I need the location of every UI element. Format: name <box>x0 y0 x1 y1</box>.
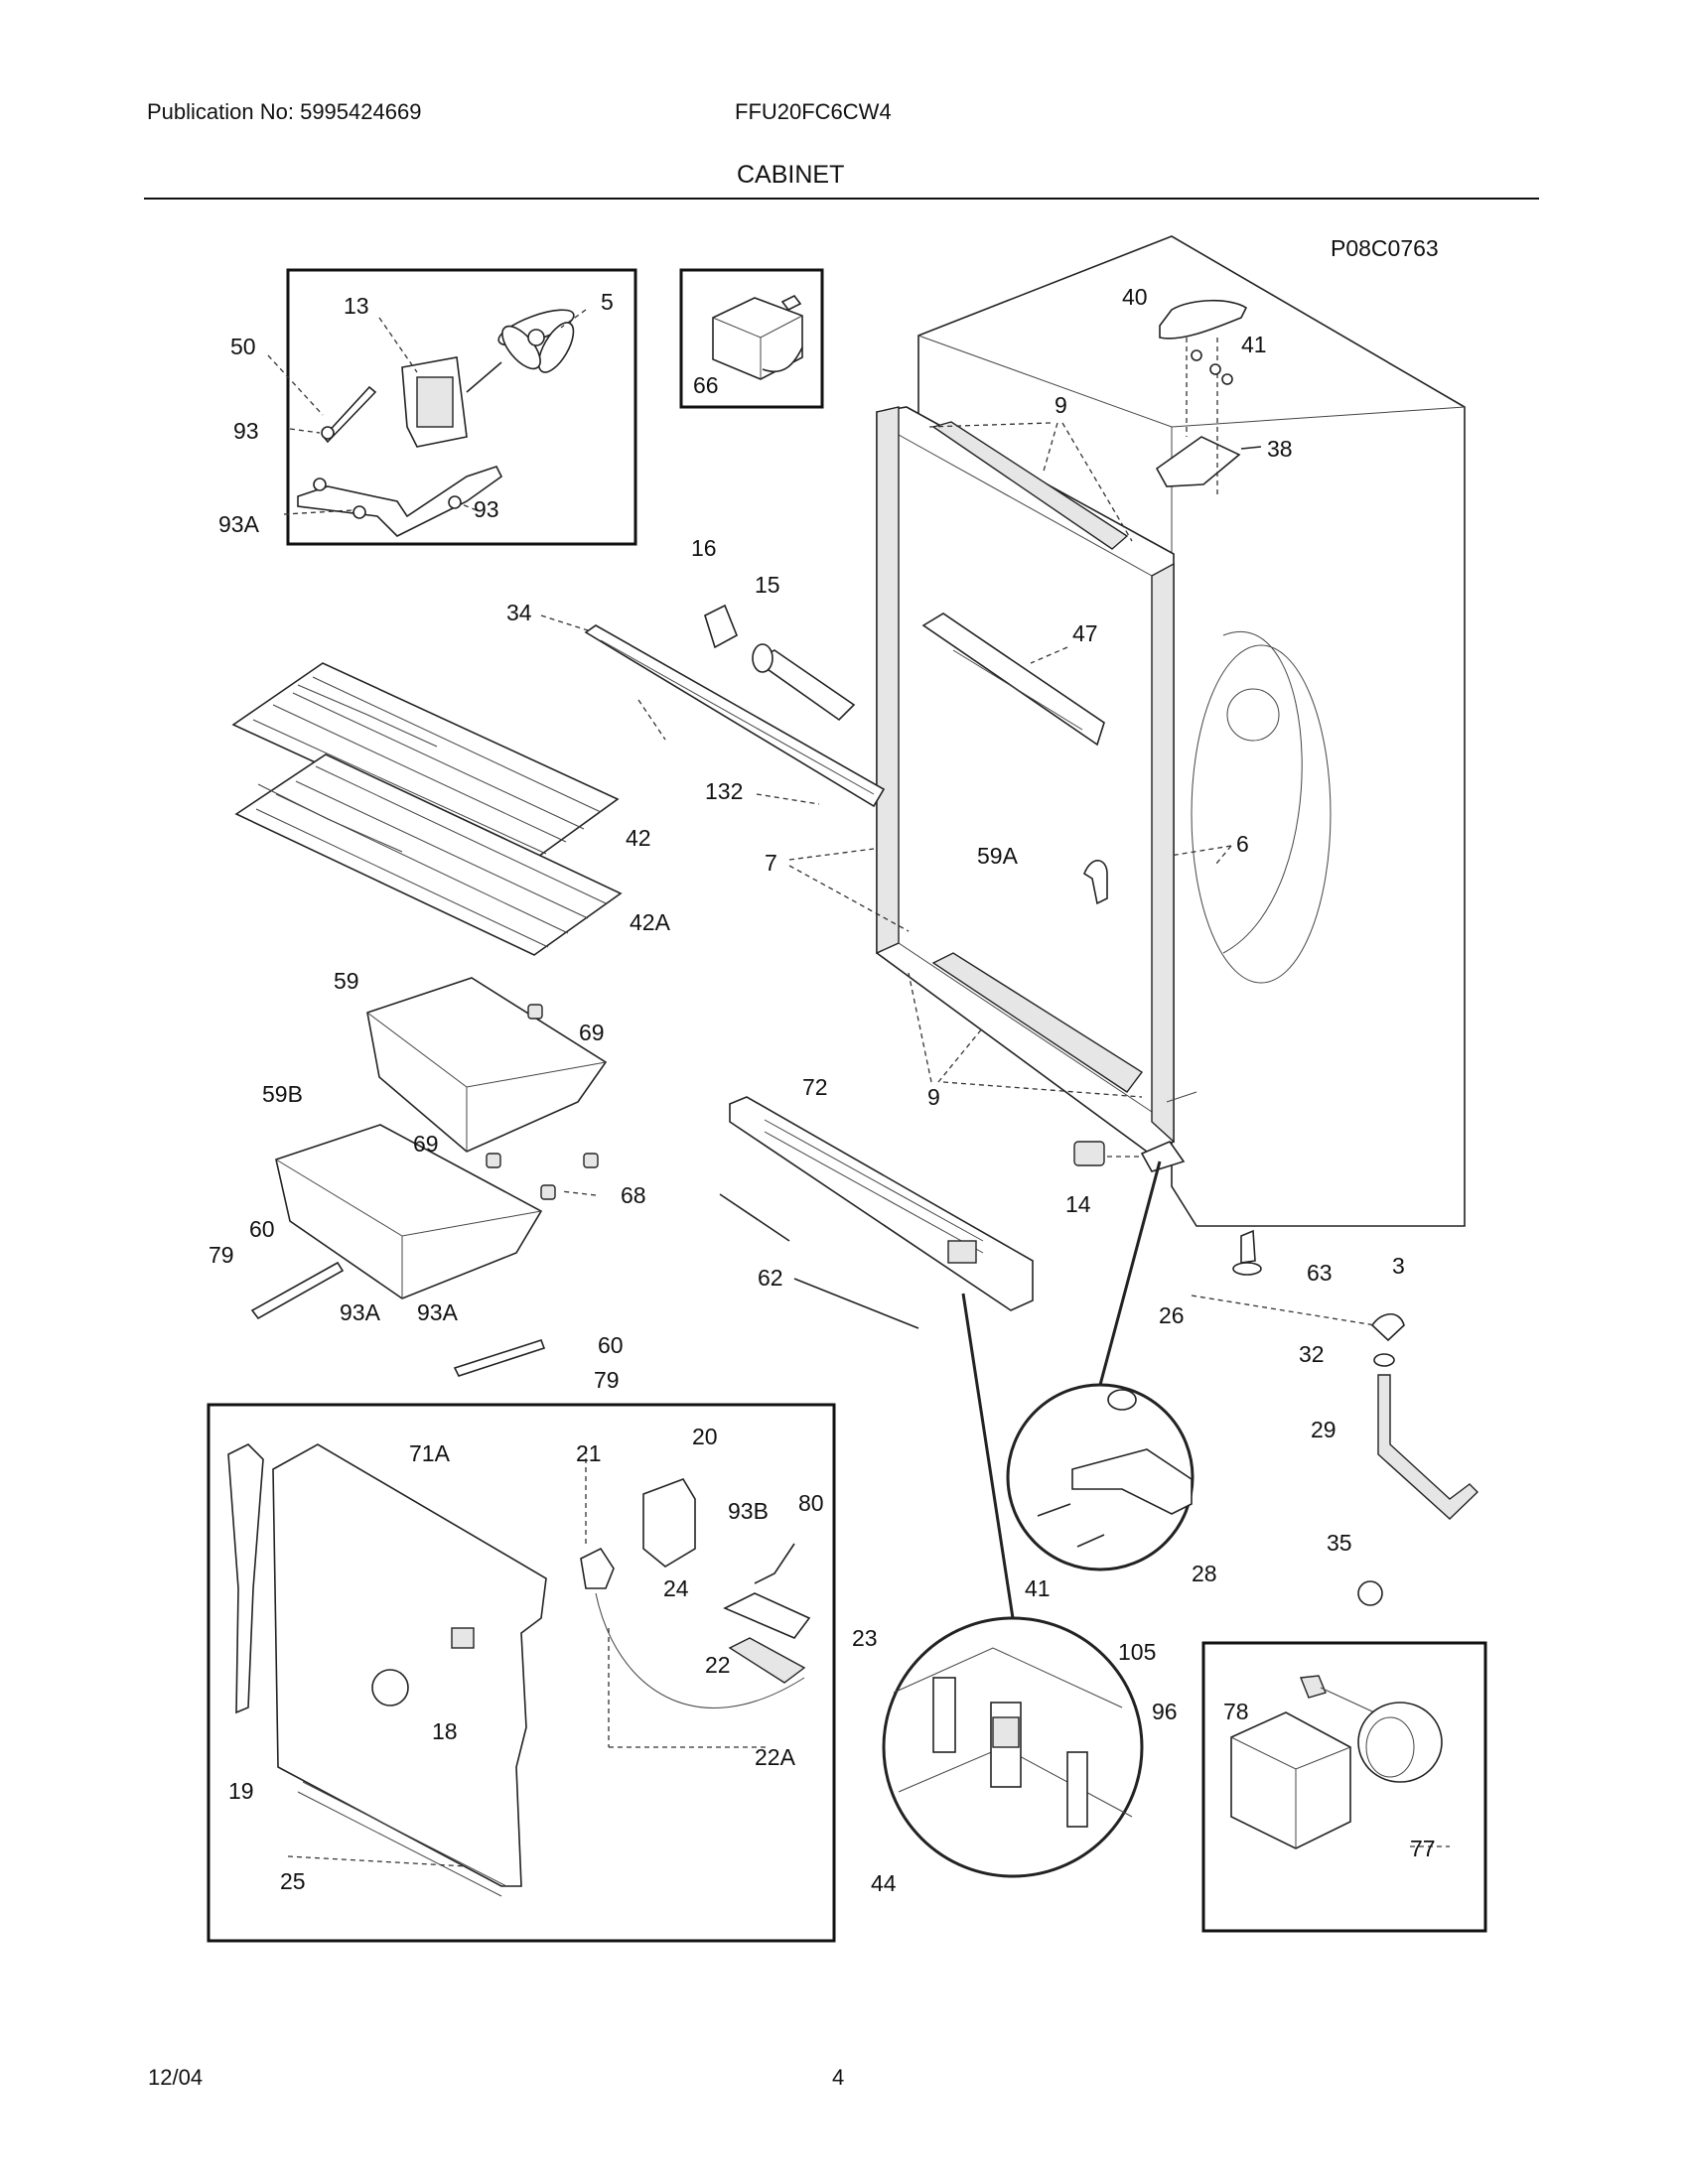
callout-105: 105 <box>1118 1639 1156 1665</box>
callout-93-lower: 93 <box>474 496 499 522</box>
callout-71a: 71A <box>409 1440 451 1466</box>
callout-22: 22 <box>705 1652 731 1678</box>
cabinet-body <box>876 235 1466 1227</box>
wire-shelves <box>231 662 623 956</box>
publication-number: Publication No: 5995424669 <box>147 99 422 124</box>
callout-19: 19 <box>228 1778 254 1804</box>
callout-63: 63 <box>1307 1260 1333 1286</box>
switch-detail-circle <box>882 1293 1144 1878</box>
callout-93b: 93B <box>728 1498 769 1524</box>
callout-96: 96 <box>1152 1699 1178 1724</box>
callout-42a: 42A <box>630 909 671 935</box>
leveler-parts <box>1191 1229 1478 1606</box>
callout-80: 80 <box>798 1490 824 1516</box>
callout-7: 7 <box>765 850 777 876</box>
callout-68: 68 <box>621 1182 646 1208</box>
callout-60: 60 <box>249 1216 275 1242</box>
callout-25: 25 <box>280 1868 306 1894</box>
hinge-detail-circle <box>1006 1160 1195 1571</box>
callout-41: 41 <box>1241 332 1267 357</box>
relay-part <box>712 294 803 380</box>
callout-32: 32 <box>1299 1341 1325 1367</box>
callout-41-detail: 41 <box>1025 1575 1051 1601</box>
callout-59b: 59B <box>262 1081 303 1107</box>
callout-9-top: 9 <box>1055 392 1067 418</box>
callout-47: 47 <box>1072 620 1098 646</box>
callout-79: 79 <box>209 1242 234 1268</box>
footer-date: 12/04 <box>148 2065 204 2090</box>
callout-13: 13 <box>344 293 369 319</box>
callout-9-bottom: 9 <box>927 1084 940 1110</box>
callout-24: 24 <box>663 1575 689 1601</box>
fan-motor-parts <box>267 309 587 537</box>
callout-22a: 22A <box>755 1744 796 1770</box>
callout-42: 42 <box>626 825 651 851</box>
callout-40: 40 <box>1122 284 1148 310</box>
callout-35: 35 <box>1327 1530 1352 1556</box>
callout-79-lower: 79 <box>594 1367 620 1393</box>
callout-69: 69 <box>579 1020 605 1045</box>
callout-77: 77 <box>1410 1836 1436 1861</box>
callout-59: 59 <box>334 968 359 994</box>
callout-3: 3 <box>1392 1253 1405 1279</box>
callout-28: 28 <box>1192 1561 1217 1586</box>
page-number: 4 <box>832 2065 845 2090</box>
wire-baskets <box>250 977 608 1377</box>
callout-26: 26 <box>1159 1302 1185 1328</box>
callout-69-lower: 69 <box>413 1131 439 1157</box>
toe-grille <box>719 1096 1034 1329</box>
temperature-control-parts <box>1230 1675 1450 1849</box>
callout-14: 14 <box>1065 1191 1091 1217</box>
callout-20: 20 <box>692 1424 718 1449</box>
fan-motor-inset <box>286 268 637 546</box>
callout-78: 78 <box>1223 1699 1249 1724</box>
diagram-code: P08C0763 <box>1331 235 1439 261</box>
callout-60-lower: 60 <box>598 1332 624 1358</box>
callout-62: 62 <box>758 1265 783 1291</box>
callout-93a-left: 93A <box>340 1299 381 1325</box>
callout-18: 18 <box>432 1718 458 1744</box>
callout-29: 29 <box>1311 1417 1336 1442</box>
callout-15: 15 <box>755 572 780 598</box>
callout-44: 44 <box>871 1870 897 1896</box>
damper-parts <box>584 604 886 808</box>
callout-93a: 93A <box>218 511 260 537</box>
callout-132: 132 <box>705 778 743 804</box>
temperature-control-inset <box>1201 1641 1487 1933</box>
callout-93a-right: 93A <box>417 1299 459 1325</box>
model-number: FFU20FC6CW4 <box>735 99 892 124</box>
callout-93: 93 <box>233 418 259 444</box>
callout-72: 72 <box>802 1074 828 1100</box>
callout-38: 38 <box>1267 436 1293 462</box>
callout-59a: 59A <box>977 843 1019 869</box>
callout-34: 34 <box>506 600 532 625</box>
callout-23: 23 <box>852 1625 878 1651</box>
callout-21: 21 <box>576 1440 602 1466</box>
evaporator-cover-parts <box>227 1443 811 1897</box>
header-rule <box>144 198 1539 200</box>
evaporator-cover-inset <box>207 1403 836 1943</box>
relay-inset <box>679 268 824 409</box>
callout-6: 6 <box>1236 831 1249 857</box>
callout-50: 50 <box>230 334 256 359</box>
callout-66: 66 <box>693 372 719 398</box>
callout-5: 5 <box>601 289 614 315</box>
page-title: CABINET <box>737 161 845 189</box>
callout-16: 16 <box>691 535 717 561</box>
